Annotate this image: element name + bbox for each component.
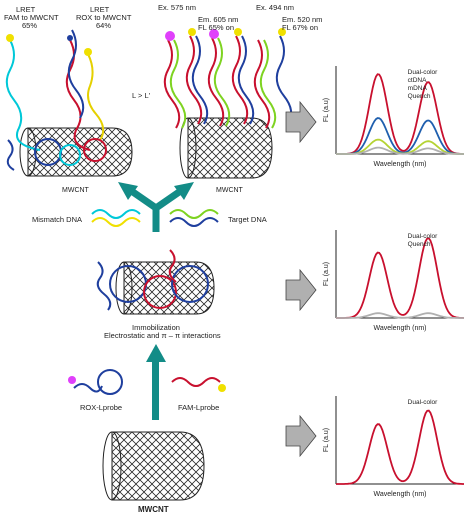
legend-entry: Quench [408,241,431,248]
yellow-strand [87,53,105,141]
gray-arrow-3 [285,414,317,458]
legend-entry: Dual-color [408,69,438,76]
fam-emit-spot-2 [234,28,242,36]
gray-arrow-2 [285,268,317,312]
legend-entry: mDNA [408,85,428,92]
fam-dye-marker [6,34,14,42]
top-right-complex: Ex. 575 nm Ex. 494 nm Em. 605 nm FL 65% … [158,3,322,194]
em-520-label-2: FL 67% on [282,23,318,32]
fl-chart-3: FL (a.u) Wavelength (nm) Dual-color [323,396,464,498]
target-dna-label: Target DNA [228,215,267,224]
blue-strand-left [67,29,85,119]
rox-dye-marker [84,48,92,56]
mid-loop-2 [143,275,177,309]
mwcnt-tube-bottom [102,431,205,501]
fam-emit-spot [188,28,196,36]
middle-complex: Immobilization Electrostatic and π – π i… [96,249,221,340]
spectrum-curve-ctdna [336,117,464,155]
x-axis-label: Wavelength (nm) [373,161,426,168]
fam-dye-marker-top [67,35,73,41]
lret-fam-label-1: LRET [16,5,36,14]
released-duplexes [163,35,293,129]
top-left-complex: LRET FAM to MWCNT 65% LRET ROX to MWCNT … [4,5,151,194]
mid-tail-right [168,249,177,283]
gray-arrow-1 [285,100,317,144]
lret-fam-label-2: FAM to MWCNT [4,13,59,22]
branch-arrows [118,182,194,232]
ex-575-label: Ex. 575 nm [158,3,196,12]
spectrum-curve-dual-color [336,409,464,485]
rox-lprobe [68,369,123,395]
wrap-loop-2 [59,144,81,166]
fl-chart-1: FL (a.u) Wavelength (nm) Dual-colorctDNAmD… [323,66,464,168]
rox-lprobe-label: ROX-Lprobe [80,403,122,412]
em-520-label-1: Em. 520 nm [282,15,322,24]
spectrum-curve-dual-color [336,73,464,155]
legend-entry: Dual-color [408,399,438,406]
l-compare-label: L > L' [132,91,151,100]
target-dna-strands [169,209,219,219]
immobilization-arrow [146,344,166,420]
mwcnt-label-top-right: MWCNT [216,187,244,194]
x-axis-label: Wavelength (nm) [373,491,426,498]
bottom-section: ROX-Lprobe FAM-Lprobe MWCNT [68,344,226,514]
lret-fam-label-3: 65% [22,21,37,30]
mwcnt-tube-top-right [179,117,273,179]
ex-494-label: Ex. 494 nm [256,3,294,12]
legend-entry: ctDNA [408,77,427,84]
dna-samples: Mismatch DNA Target DNA [32,209,267,227]
fam-lprobe-label: FAM-Lprobe [178,403,219,412]
fam-probe-strand-cyan [5,39,41,151]
lret-rox-label-2: ROX to MWCNT [76,13,132,22]
lret-rox-label-1: LRET [90,5,110,14]
immobilization-label-2: Electrostatic and π – π interactions [104,331,221,340]
fam-excitation-spot [209,29,219,39]
legend-entry: Quench [408,93,431,100]
y-axis-label: FL (a.u) [323,428,330,452]
rox-excitation-spot [165,31,175,41]
mwcnt-tube-top-left [19,127,133,177]
immobilization-label-1: Immobilization [132,323,180,332]
y-axis-label: FL (a.u) [323,262,330,286]
lret-rox-label-3: 64% [96,21,111,30]
y-axis-label: FL (a.u) [323,98,330,122]
mid-tail-left [96,261,112,311]
em-605-label-1: Em. 605 nm [198,15,238,24]
tail-strand-left [6,139,15,171]
x-axis-label: Wavelength (nm) [373,325,426,332]
em-605-label-2: FL 65% on [198,23,234,32]
mwcnt-label-top-left: MWCNT [62,187,90,194]
fam-lprobe [171,377,226,392]
wrap-loop-3 [83,138,107,162]
fam-emit-spot-3 [278,28,286,36]
spectrum-curve-quench [336,146,464,155]
spectrum-curve-quench [336,312,464,319]
legend-entry: Dual-color [408,233,438,240]
mismatch-dna-label: Mismatch DNA [32,215,82,224]
mwcnt-bottom-label: MWCNT [138,505,169,514]
rox-probe-strand-red [65,39,91,151]
mismatch-dna-strands [91,209,141,219]
mid-loop-3 [171,265,209,303]
spectrum-curve-dual-color [336,237,465,319]
